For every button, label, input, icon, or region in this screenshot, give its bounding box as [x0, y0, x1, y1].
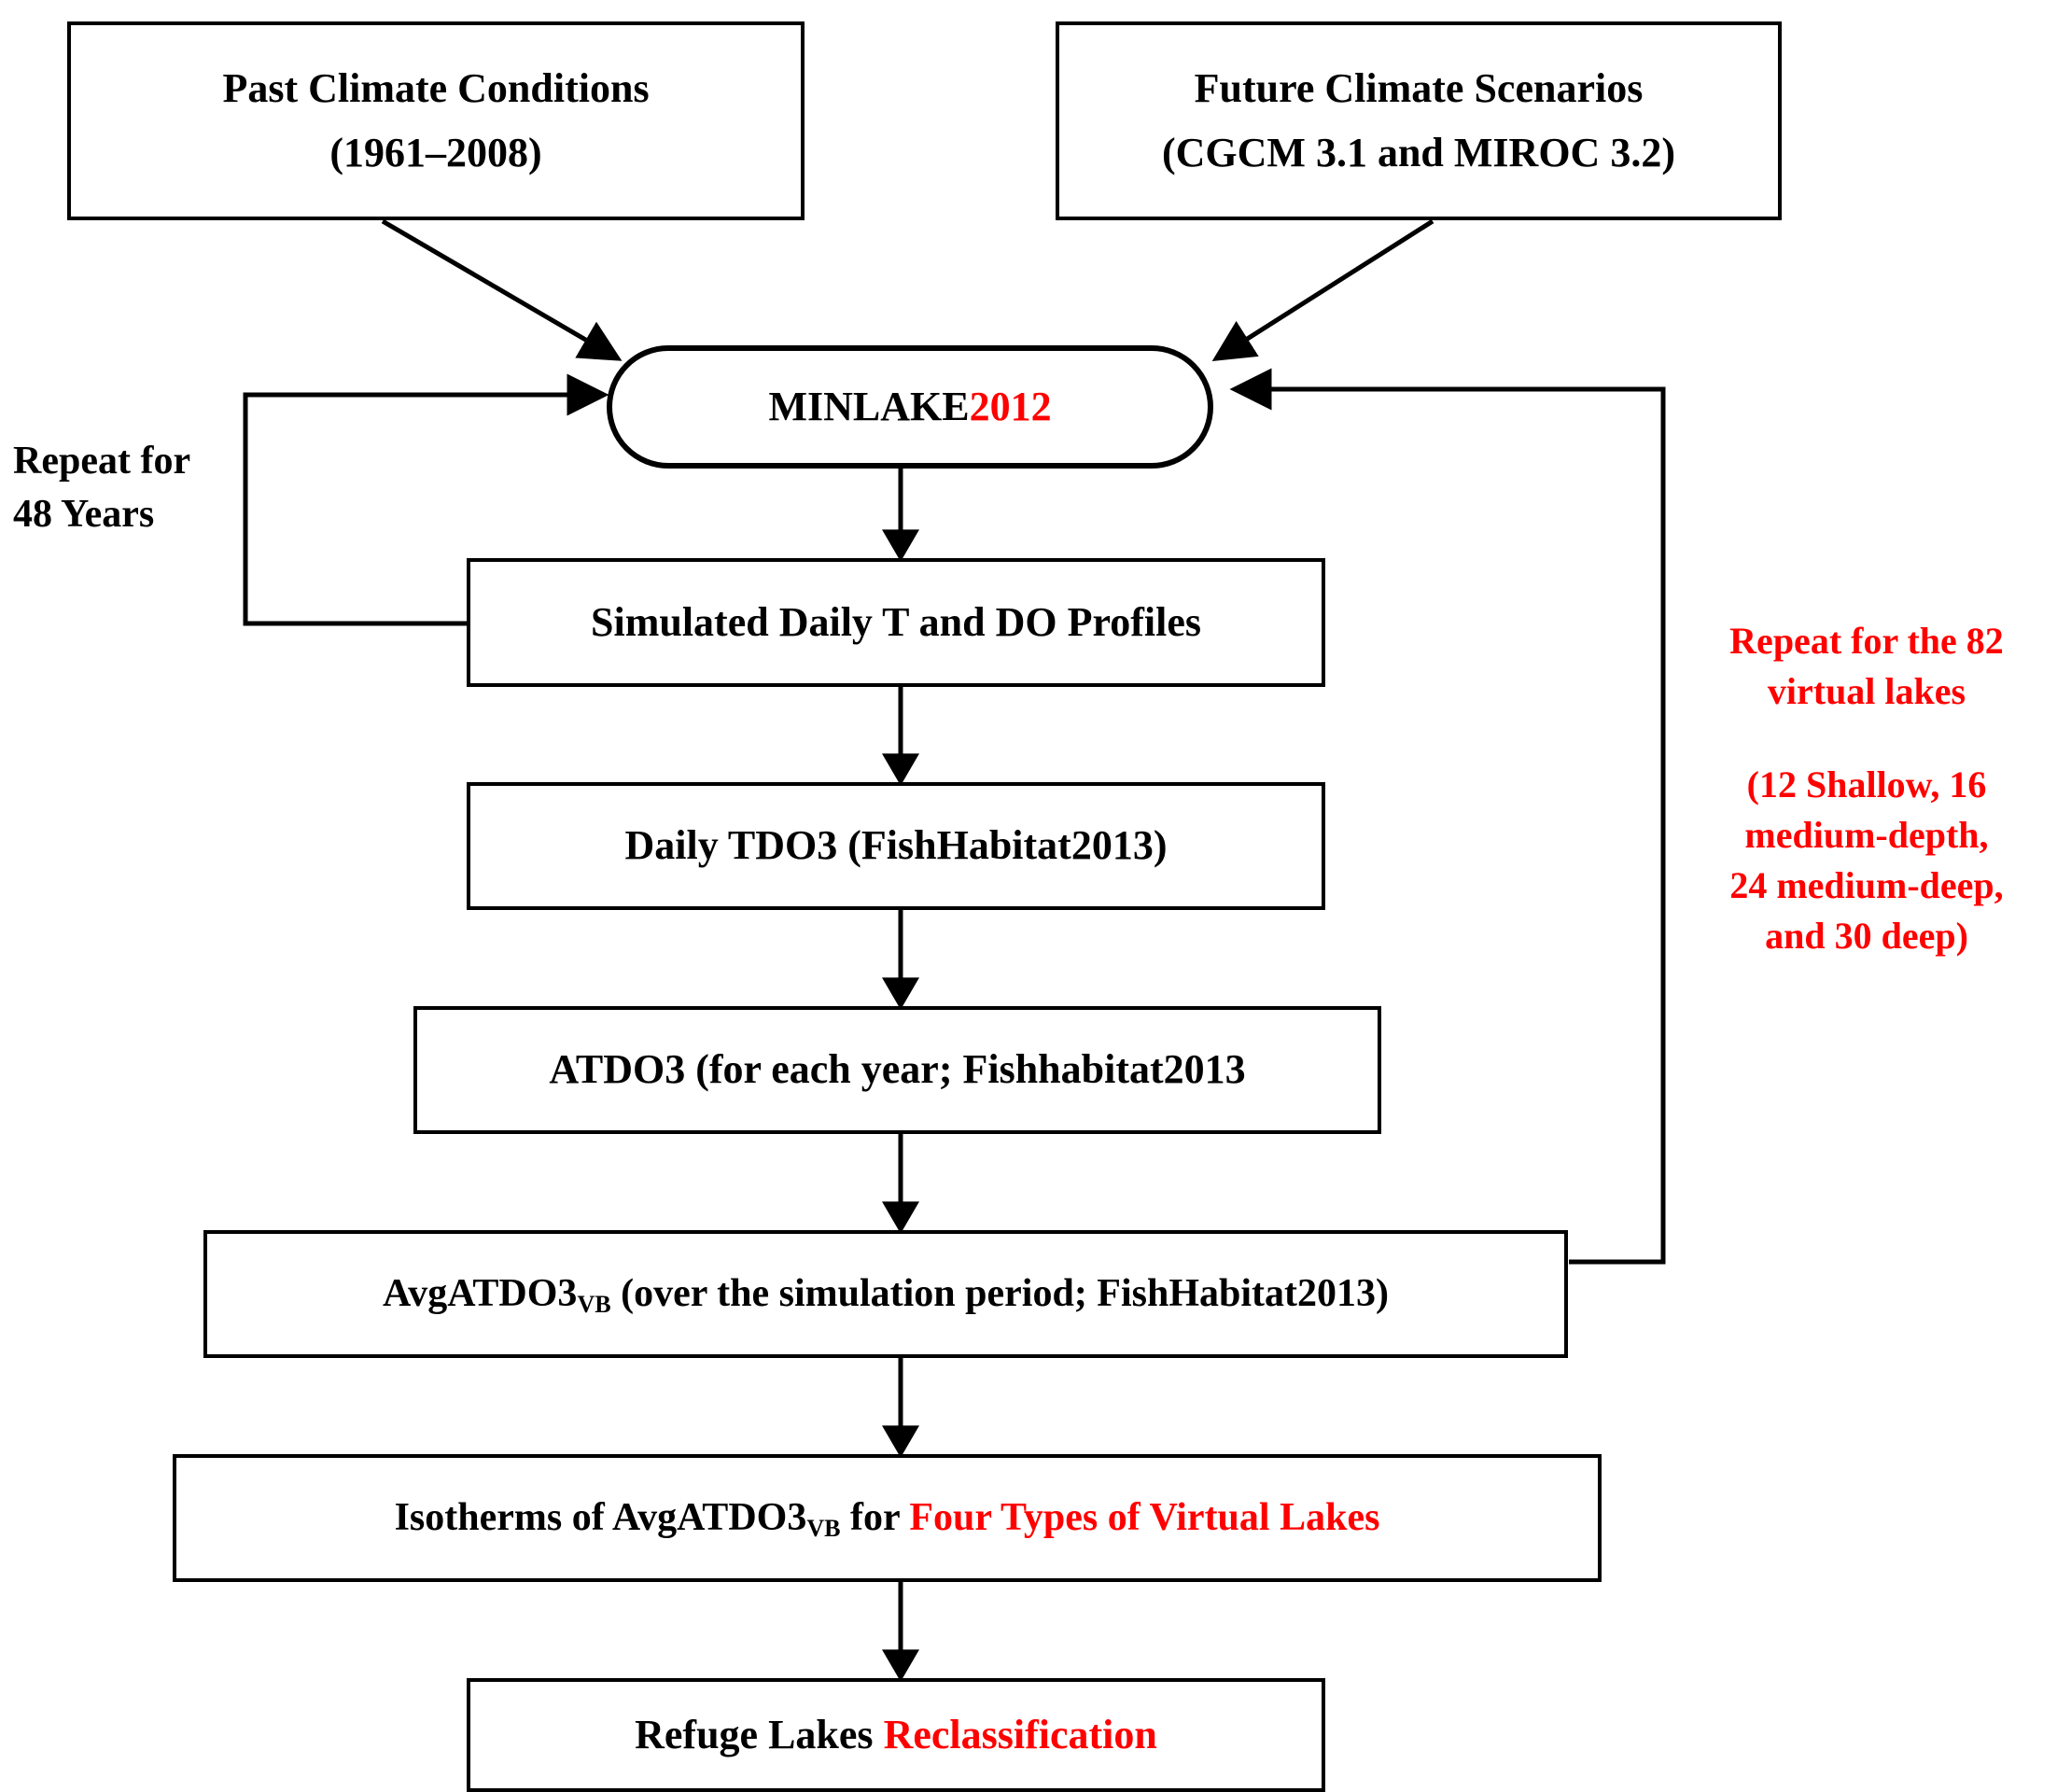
atdo3-label: ATDO3 (for each year; Fishhabitat2013 [549, 1046, 1246, 1093]
refuge-lakes-text: Refuge Lakes Reclassification [622, 1703, 1170, 1767]
isotherms-mid: for [840, 1495, 910, 1539]
refuge-lakes-label-red: Reclassification [883, 1711, 1157, 1757]
avg-atdo3-subscript: VB [577, 1291, 611, 1319]
isotherms-prefix: Isotherms of AvgATDO3 [394, 1495, 807, 1539]
node-past-climate-conditions[interactable]: Past Climate Conditions (1961–2008) [67, 21, 805, 220]
repeat-82-lakes-line2: virtual lakes [1767, 670, 1966, 712]
annotation-repeat-48-years: Repeat for 48 Years [13, 435, 237, 540]
future-climate-line2: (CGCM 3.1 and MIROC 3.2) [1162, 129, 1675, 175]
avg-atdo3-suffix: (over the simulation period; FishHabitat… [610, 1271, 1389, 1315]
node-isotherms-avg-atdo3[interactable]: Isotherms of AvgATDO3VB for Four Types o… [173, 1454, 1602, 1582]
past-climate-line1: Past Climate Conditions [222, 65, 650, 112]
isotherms-text: Isotherms of AvgATDO3VB for Four Types o… [382, 1488, 1393, 1548]
past-climate-line2: (1961–2008) [329, 129, 542, 175]
node-atdo3[interactable]: ATDO3 (for each year; Fishhabitat2013 [413, 1006, 1381, 1134]
node-simulated-daily-profiles[interactable]: Simulated Daily T and DO Profiles [467, 558, 1325, 687]
avg-atdo3-prefix: AvgATDO3 [382, 1271, 578, 1315]
repeat-82-lakes-line3: (12 Shallow, 16 [1746, 763, 1987, 805]
minlake-label-year: 2012 [969, 383, 1052, 429]
annotation-repeat-82-lakes: Repeat for the 82 virtual lakes (12 Shal… [1685, 616, 2049, 961]
future-climate-text: Future Climate Scenarios (CGCM 3.1 and M… [1149, 57, 1688, 184]
node-future-climate-scenarios[interactable]: Future Climate Scenarios (CGCM 3.1 and M… [1056, 21, 1782, 220]
minlake-text: MINLAKE2012 [755, 375, 1064, 439]
edge-past-climate-to-minlake [381, 218, 623, 361]
isotherms-red-emphasis: Four Types of Virtual Lakes [909, 1495, 1380, 1539]
node-avg-atdo3-vb[interactable]: AvgATDO3VB (over the simulation period; … [203, 1230, 1568, 1358]
repeat-82-lakes-line4: medium-depth, [1744, 814, 1989, 856]
isotherms-subscript: VB [806, 1515, 841, 1543]
refuge-lakes-label-black: Refuge Lakes [635, 1711, 884, 1757]
edge-future-climate-to-minlake [1211, 218, 1434, 362]
repeat-82-lakes-line6: and 30 deep) [1765, 915, 1968, 957]
node-refuge-lakes-reclassification[interactable]: Refuge Lakes Reclassification [467, 1678, 1325, 1792]
repeat-48-years-line2: 48 Years [13, 492, 155, 536]
node-daily-tdo3[interactable]: Daily TDO3 (FishHabitat2013) [467, 782, 1325, 910]
minlake-label-black: MINLAKE [768, 383, 970, 429]
repeat-82-lakes-line1: Repeat for the 82 [1729, 620, 2004, 662]
future-climate-line1: Future Climate Scenarios [1194, 65, 1644, 112]
node-minlake-2012[interactable]: MINLAKE2012 [607, 345, 1213, 469]
simulated-daily-profiles-label: Simulated Daily T and DO Profiles [591, 598, 1201, 645]
repeat-82-lakes-spacer [1685, 717, 2049, 760]
past-climate-text: Past Climate Conditions (1961–2008) [209, 57, 662, 184]
repeat-82-lakes-line5: 24 medium-deep, [1729, 864, 2004, 906]
daily-tdo3-label: Daily TDO3 (FishHabitat2013) [624, 822, 1168, 869]
repeat-48-years-line1: Repeat for [13, 440, 191, 483]
avg-atdo3-text: AvgATDO3VB (over the simulation period; … [370, 1264, 1402, 1324]
